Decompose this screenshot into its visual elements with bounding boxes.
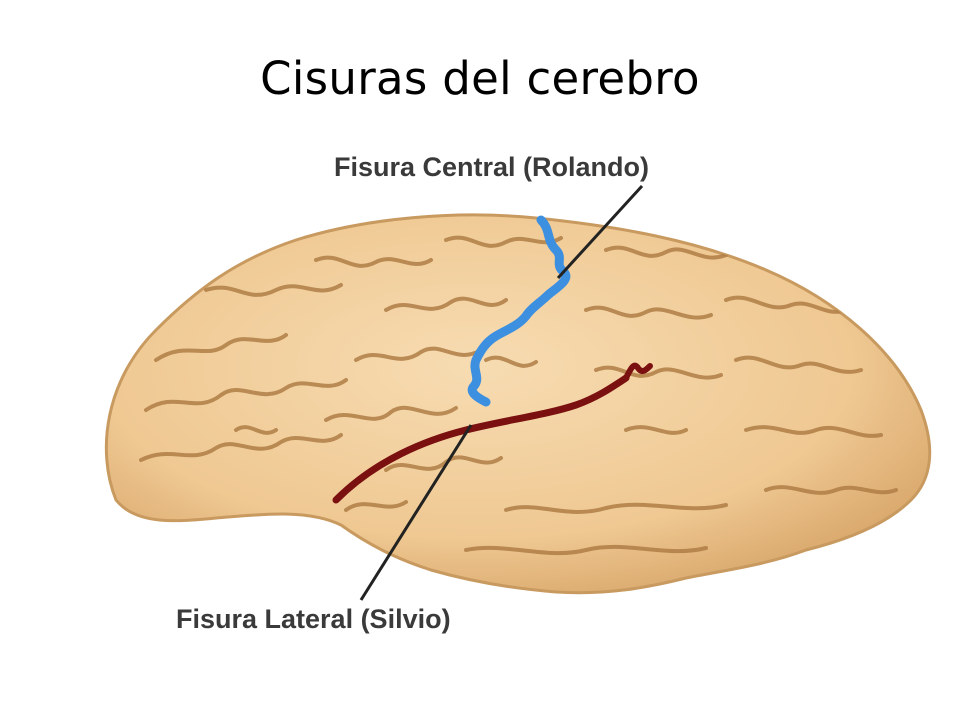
lateral-fissure-label: Fisura Lateral (Silvio)	[176, 604, 451, 634]
lateral-fissure-branch	[623, 362, 653, 381]
slide-title: Cisuras del cerebro	[260, 52, 700, 105]
lateral-fissure	[332, 374, 630, 504]
brain-gyri	[139, 235, 898, 556]
brain-diagram: Fisura Central (Rolando) Fisura Lateral …	[86, 130, 946, 670]
central-fissure	[467, 215, 571, 407]
central-fissure-label: Fisura Central (Rolando)	[334, 152, 649, 182]
brain-hemisphere	[104, 213, 932, 595]
brain-diagram-svg: Fisura Central (Rolando) Fisura Lateral …	[104, 152, 932, 634]
lateral-fissure-leader-line	[359, 424, 473, 601]
central-fissure-leader-line	[556, 184, 644, 280]
